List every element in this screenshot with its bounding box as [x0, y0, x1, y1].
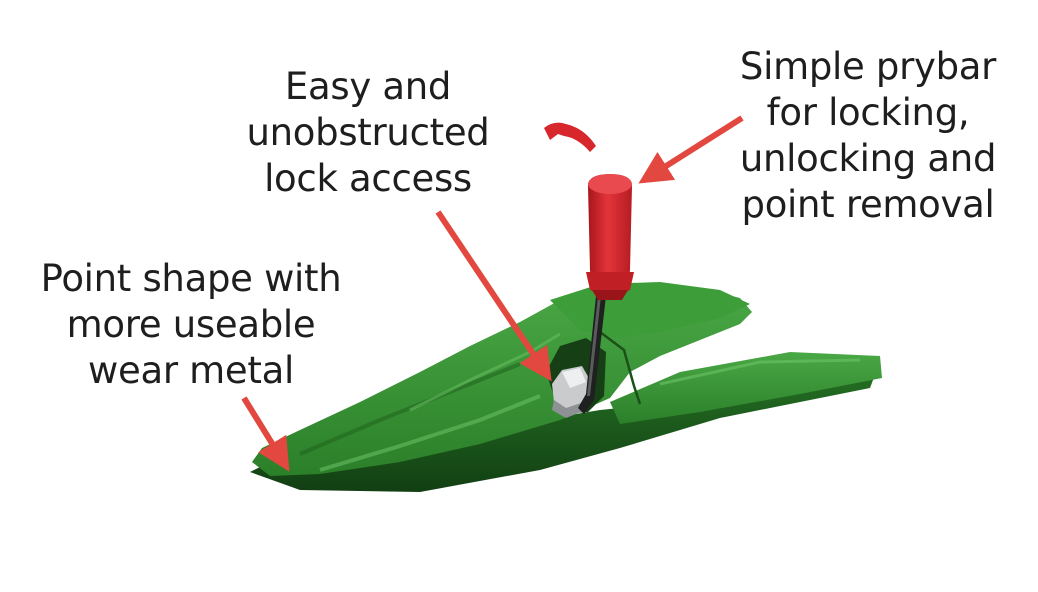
callout-lock-access: Easy and unobstructed lock access [218, 64, 518, 202]
callout-prybar-line-3: unlocking and [739, 137, 997, 180]
arrow-prybar [638, 115, 744, 184]
prybar-tool-icon [544, 122, 634, 414]
callout-point-shape: Point shape with more useable wear metal [16, 256, 366, 394]
callout-prybar-line-2: for locking, [766, 91, 970, 134]
arrow-lock-access [435, 210, 552, 382]
callout-lock-line-3: lock access [264, 157, 472, 200]
callout-point-line-2: more useable [66, 303, 316, 346]
red-clip-icon [544, 122, 596, 152]
callout-prybar-line-1: Simple prybar [739, 45, 997, 88]
callout-point-line-1: Point shape with [40, 257, 342, 300]
tooth-lower-shank [610, 352, 882, 424]
callout-lock-line-2: unobstructed [246, 111, 490, 154]
callout-lock-line-1: Easy and [284, 65, 452, 108]
lock-pin-icon [552, 366, 590, 418]
callout-prybar-line-4: point removal [741, 183, 995, 226]
callout-point-line-3: wear metal [88, 349, 294, 392]
callout-prybar: Simple prybar for locking, unlocking and… [718, 44, 1018, 228]
arrow-point-shape [241, 396, 290, 472]
